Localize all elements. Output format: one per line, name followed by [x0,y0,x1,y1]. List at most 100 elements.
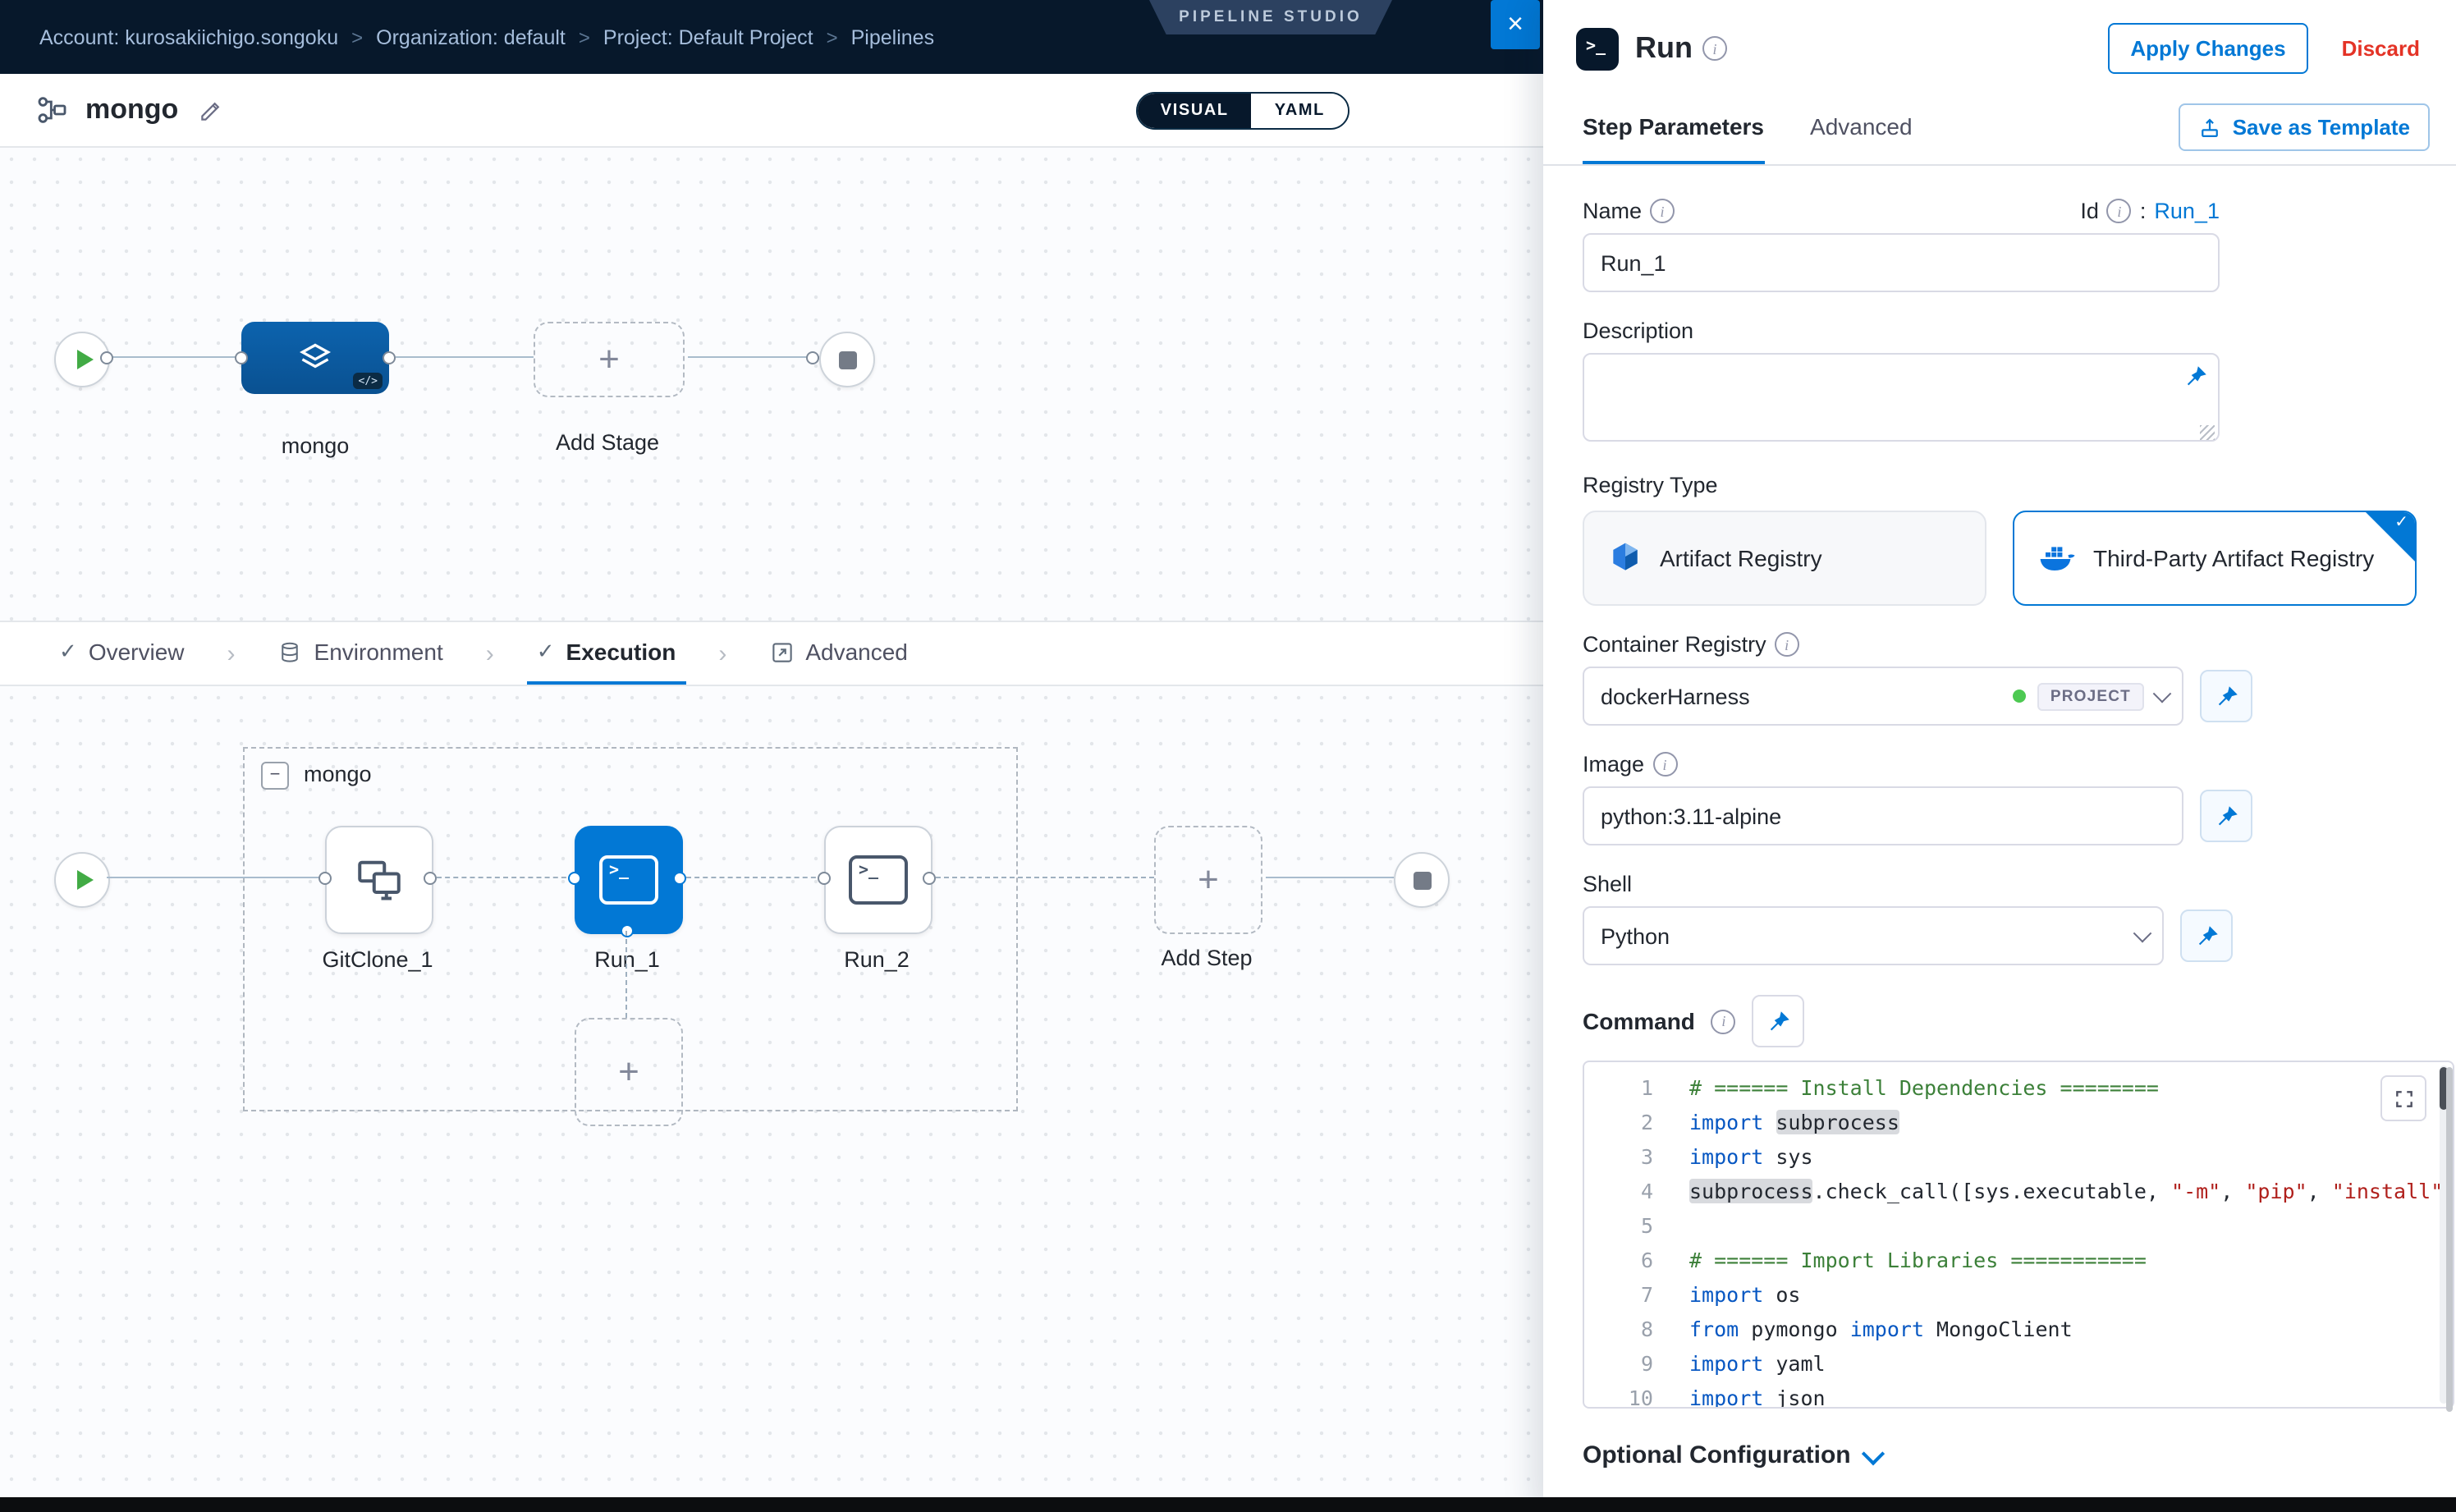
pipeline-title: mongo [85,94,178,126]
code-line-number: 7 [1584,1277,1653,1312]
code-line-number: 6 [1584,1243,1653,1277]
expand-editor-button[interactable] [2380,1075,2426,1121]
description-pin-icon[interactable] [2183,364,2208,389]
check-icon: ✓ [537,639,555,665]
container-registry-pin[interactable] [2200,670,2252,722]
shell-pin[interactable] [2180,909,2233,962]
code-line[interactable]: import json [1689,1381,2430,1407]
code-line[interactable]: import yaml [1689,1346,2430,1381]
image-pin[interactable] [2200,790,2252,842]
breadcrumb-account[interactable]: Account: kurosakiichigo.songoku [39,25,338,48]
tab-execution[interactable]: ✓ Execution [527,622,686,685]
add-parallel-step-button[interactable]: + [575,1018,683,1126]
node-run-2[interactable] [824,826,932,934]
stage-icon [297,340,333,376]
name-input[interactable] [1583,233,2220,292]
code-line-number: 2 [1584,1105,1653,1139]
panel-scrollbar[interactable] [2446,1067,2453,1412]
collapse-button[interactable]: − [261,762,289,790]
shell-select[interactable]: Python [1583,906,2164,965]
port [673,872,686,885]
command-pin[interactable] [1753,995,1805,1047]
edge [396,356,534,358]
code-line-number: 1 [1584,1070,1653,1105]
panel-tabs: Step Parameters Advanced Save as Templat… [1543,90,2456,166]
edge [107,356,241,358]
visual-tab[interactable]: VISUAL [1138,93,1252,127]
pipeline-icon [36,94,69,126]
node-label-run1: Run_1 [594,947,660,972]
tab-panel-advanced[interactable]: Advanced [1810,90,1913,164]
info-icon [1775,632,1799,657]
description-textarea[interactable] [1583,353,2220,442]
save-as-template-button[interactable]: Save as Template [2179,103,2430,151]
execution-start-node[interactable] [54,852,110,908]
environment-icon [278,639,303,664]
port [383,351,396,364]
edit-pencil-icon[interactable] [198,98,222,122]
code-line[interactable]: # ====== Import Libraries =========== [1689,1243,2430,1277]
chevron-down-icon [1862,1441,1885,1464]
code-line[interactable]: import sys [1689,1139,2430,1174]
code-line[interactable] [1689,1208,2430,1243]
discard-button[interactable]: Discard [2332,34,2430,62]
code-line-number: 4 [1584,1174,1653,1208]
port [424,872,437,885]
breadcrumb-separator: > [351,25,363,48]
code-line[interactable]: import subprocess [1689,1105,2430,1139]
id-colon: : [2140,199,2147,223]
tab-environment[interactable]: Environment [268,622,453,685]
execution-end-node[interactable] [1394,852,1450,908]
chevron-down-icon [2133,924,2152,943]
code-line[interactable]: from pymongo import MongoClient [1689,1312,2430,1346]
advanced-icon [769,639,794,664]
container-registry-label: Container Registry [1583,632,1766,657]
add-step-button[interactable]: + [1154,826,1262,934]
breadcrumb-organization[interactable]: Organization: default [376,25,566,48]
pipeline-end-node[interactable] [819,332,875,387]
command-code-editor[interactable]: 12345678910 # ====== Install Dependencie… [1583,1061,2454,1409]
tab-step-parameters[interactable]: Step Parameters [1583,90,1764,164]
tab-execution-label: Execution [566,639,676,665]
edge [625,931,627,1018]
image-input[interactable] [1583,786,2183,845]
third-party-registry-card[interactable]: Third-Party Artifact Registry ✓ [2013,511,2417,606]
tab-overview-label: Overview [89,639,185,665]
pipeline-title-bar: mongo VISUAL YAML [0,74,1543,148]
image-label: Image [1583,752,1644,777]
apply-changes-button[interactable]: Apply Changes [2107,23,2308,74]
step-config-panel: Run Apply Changes Discard Step Parameter… [1543,0,2456,1512]
artifact-registry-card[interactable]: Artifact Registry [1583,511,1986,606]
plus-icon: + [1198,862,1219,898]
node-gitclone-1[interactable] [325,826,433,934]
breadcrumb-project[interactable]: Project: Default Project [603,25,813,48]
tab-overview[interactable]: ✓ Overview [49,622,195,685]
id-value: Run_1 [2154,199,2220,223]
stage-node-mongo[interactable]: </> [241,322,389,394]
horizontal-scrollbar[interactable] [0,1497,2456,1512]
node-run-1[interactable] [575,826,683,934]
stage-graph-canvas: </> mongo + Add Stage [0,148,1543,621]
add-stage-label: Add Stage [534,430,681,455]
container-registry-input[interactable]: dockerHarness PROJECT [1583,667,2183,726]
optional-configuration-toggle[interactable]: Optional Configuration [1583,1441,2417,1469]
port [818,872,831,885]
run-step-icon [1576,27,1619,70]
add-stage-button[interactable]: + [534,322,685,397]
yaml-tab[interactable]: YAML [1252,93,1348,127]
container-registry-value: dockerHarness [1601,684,2001,708]
close-button[interactable]: × [1491,0,1540,49]
info-icon [1650,199,1675,223]
tab-advanced[interactable]: Advanced [759,622,918,685]
code-line[interactable]: subprocess.check_call([sys.executable, "… [1689,1174,2430,1208]
info-icon [1711,1009,1736,1033]
edge [107,877,325,878]
code-line[interactable]: import os [1689,1277,2430,1312]
code-line[interactable]: # ====== Install Dependencies ======== [1689,1070,2430,1105]
resize-handle[interactable] [2200,425,2215,440]
code-line-number: 9 [1584,1346,1653,1381]
plus-icon: + [598,341,620,378]
code-body: # ====== Install Dependencies ========im… [1670,1062,2453,1407]
breadcrumb-pipelines[interactable]: Pipelines [851,25,934,48]
